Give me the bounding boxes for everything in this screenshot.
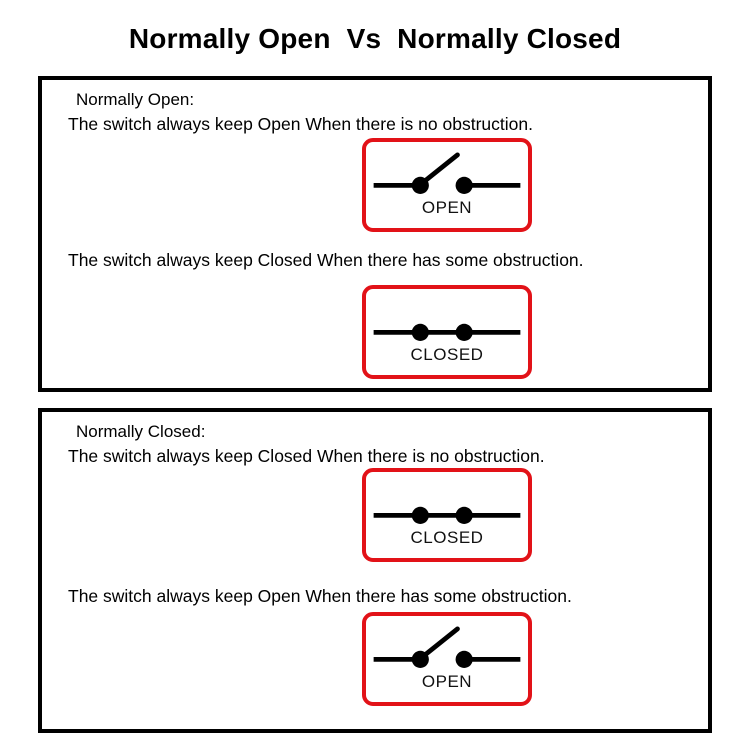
panel-normally-closed-line-1: The switch always keep Closed When there… — [68, 446, 545, 466]
switch-caption-closed-1: CLOSED — [410, 345, 484, 364]
switch-symbol-closed-1: CLOSED — [362, 285, 532, 379]
switch-symbol-open-2: OPEN — [362, 612, 532, 706]
switch-caption-closed-2: CLOSED — [410, 528, 484, 547]
switch-open-icon — [373, 152, 521, 194]
switch-caption-open-2: OPEN — [421, 672, 473, 691]
switch-closed-icon — [373, 323, 521, 341]
switch-symbol-open-1: OPEN — [362, 138, 532, 232]
switch-symbol-closed-2: CLOSED — [362, 468, 532, 562]
panel-normally-closed-line-2: The switch always keep Open When there h… — [68, 586, 572, 606]
panel-normally-open-line-1: The switch always keep Open When there i… — [68, 114, 533, 134]
panel-normally-open-label: Normally Open: — [76, 90, 195, 109]
panel-normally-open-line-2: The switch always keep Closed When there… — [68, 250, 584, 270]
panel-normally-closed-label: Normally Closed: — [76, 422, 206, 441]
panel-normally-closed: Normally Closed: The switch always keep … — [38, 408, 712, 733]
panel-normally-open: Normally Open: The switch always keep Op… — [38, 76, 712, 392]
switch-closed-icon — [373, 506, 521, 524]
switch-caption-open-1: OPEN — [421, 198, 473, 217]
page-title: Normally Open Vs Normally Closed — [128, 23, 622, 54]
switch-open-icon — [373, 626, 521, 668]
